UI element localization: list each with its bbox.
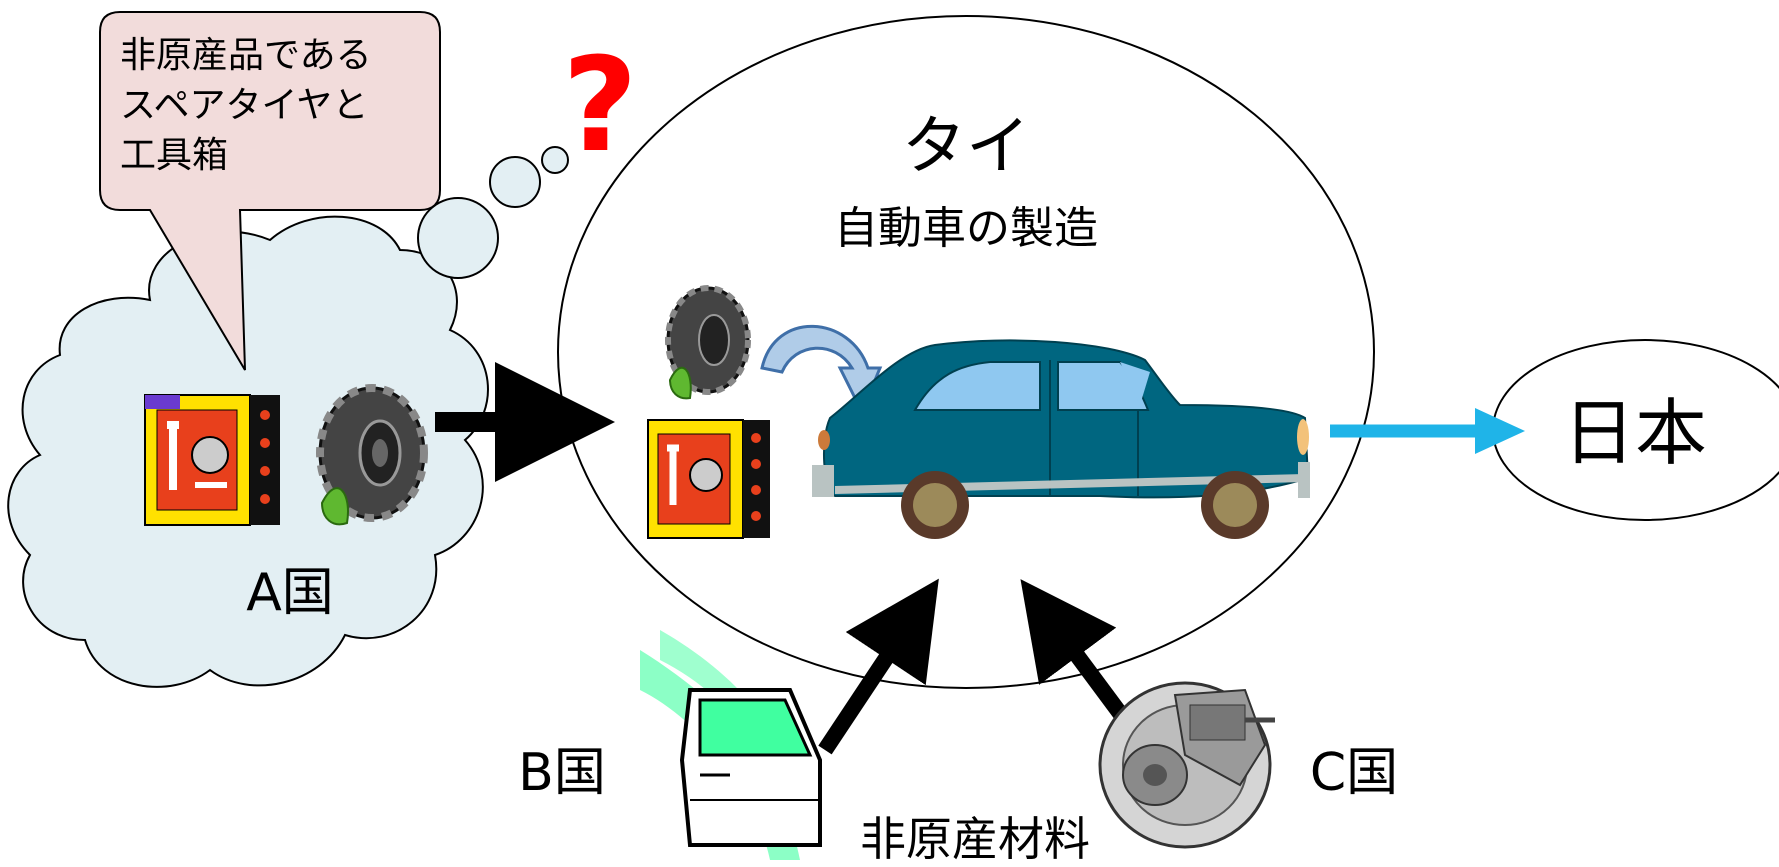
japan-label: 日本 <box>1563 391 1707 475</box>
callout-line-2: スペアタイヤと <box>120 85 368 126</box>
toolbox-icon <box>647 419 770 539</box>
arrow-thailand-to-japan-head <box>1475 408 1525 454</box>
thought-bubbles <box>417 146 569 279</box>
callout-line-1: 非原産品である <box>120 35 372 76</box>
country-c-label: C国 <box>1310 743 1398 803</box>
brake-disc-icon <box>1098 681 1275 849</box>
arrow-c-to-thailand <box>1020 579 1132 725</box>
toolbox-icon <box>144 394 280 526</box>
thailand-subtitle: 自動車の製造 <box>834 203 1098 254</box>
tire-icon <box>665 285 751 400</box>
tire-icon <box>316 384 428 526</box>
country-b-label: B国 <box>518 743 606 803</box>
callout-line-3: 工具箱 <box>120 135 228 176</box>
non-originating-materials-label: 非原産材料 <box>860 812 1090 866</box>
thailand-title: タイ <box>902 110 1030 184</box>
country-a-label: A国 <box>246 563 334 623</box>
arrow-b-to-thailand <box>818 578 939 755</box>
curved-arrow-icon <box>760 324 883 416</box>
question-mark: ? <box>562 29 637 181</box>
car-door-icon <box>640 630 822 860</box>
car-icon <box>812 339 1310 539</box>
speech-callout: 非原産品である スペアタイヤと 工具箱 <box>99 11 441 371</box>
